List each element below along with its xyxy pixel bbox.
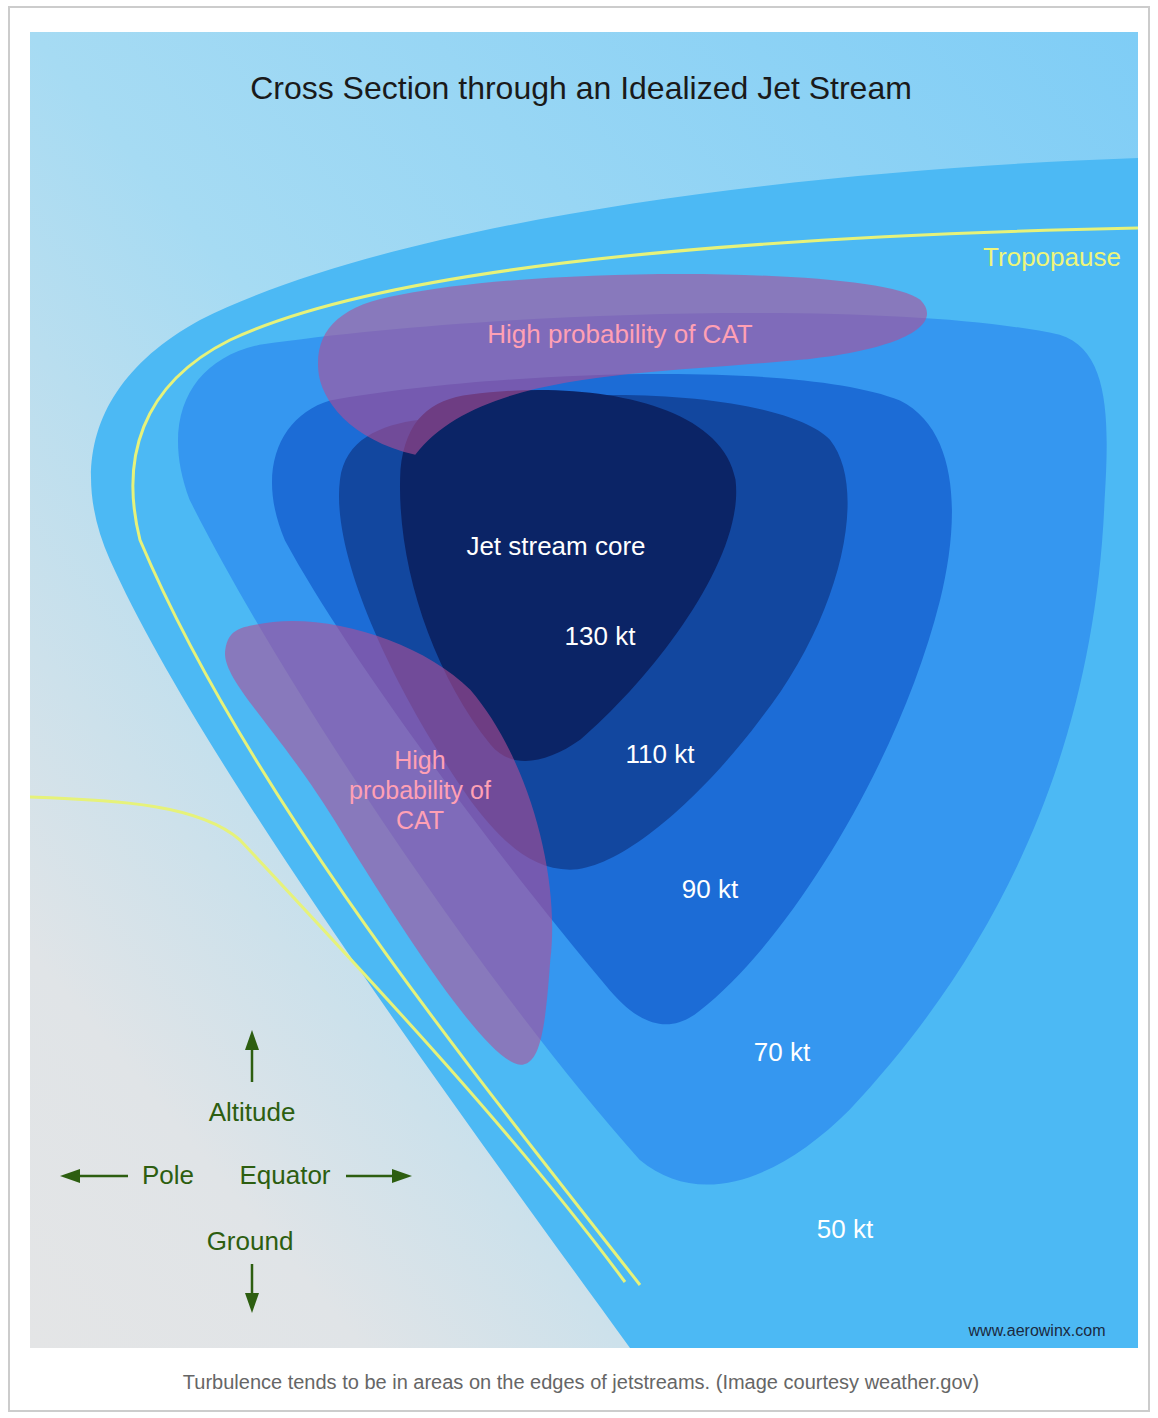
axis-label: Altitude [209,1097,296,1128]
cat-zone [318,274,927,455]
wind-band-70 [178,313,1107,1185]
axis-label: Pole [142,1160,194,1191]
arrow-head [245,1030,259,1050]
tropopause-label: Tropopause [983,242,1121,273]
speed-label: 130 kt [565,621,636,652]
axis-label: Ground [207,1226,294,1257]
tropopause-line [30,797,625,1282]
altitude-arrow [251,1048,254,1082]
equator-arrow [346,1175,394,1178]
tropopause-line [133,228,1138,1285]
turbulence-label: High probability of CAT [345,745,495,835]
caption: Turbulence tends to be in areas on the e… [183,1370,979,1394]
ground-arrow [251,1264,254,1296]
pole-arrow [78,1175,128,1178]
axis-label: Equator [239,1160,330,1191]
speed-label: 90 kt [682,874,738,905]
speed-label: 50 kt [817,1214,873,1245]
cat-zone: High probability of CAT [318,274,927,455]
speed-label: 70 kt [754,1037,810,1068]
speed-label: Jet stream core [466,531,645,562]
speed-label: 110 kt [626,739,695,770]
turbulence-label: High probability of CAT [487,319,752,350]
wind-band-50 [91,158,1138,1348]
diagram-title: Cross Section through an Idealized Jet S… [250,69,912,107]
arrow-head [245,1293,259,1313]
sky-ground-backdrop [30,32,1138,1348]
arrow-head [60,1169,80,1183]
arrow-head [392,1169,412,1183]
watermark: www.aerowinx.com [969,1321,1106,1340]
band-outline [318,274,927,455]
frame [9,7,1149,1411]
